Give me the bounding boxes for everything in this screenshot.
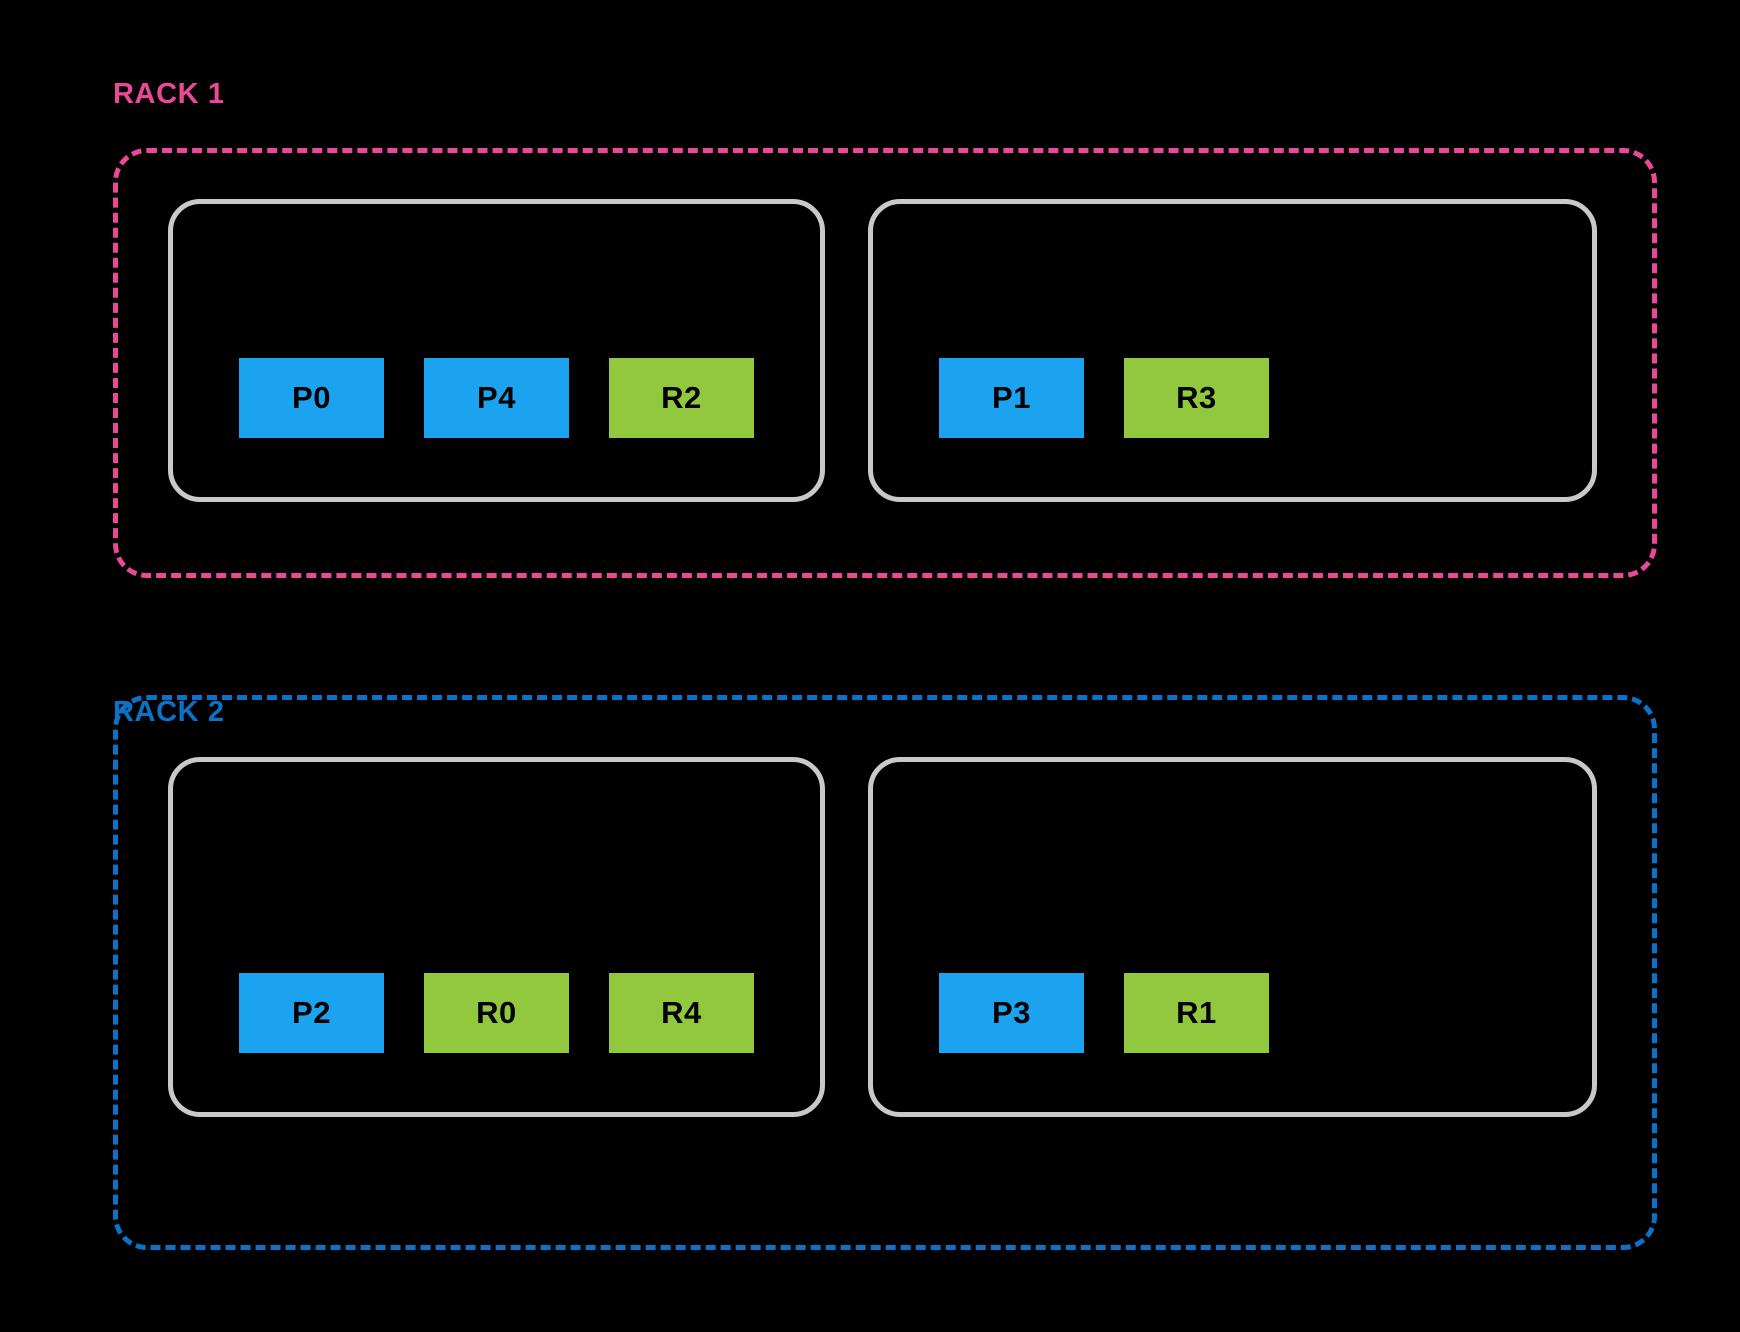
node-group-chips: P0 P4 R2 — [173, 358, 754, 497]
partition-chip-p1: P1 — [939, 358, 1084, 438]
node-group: P0 P4 R2 — [168, 199, 825, 502]
node-group-chips: P3 R1 — [873, 973, 1269, 1112]
replica-chip-r2: R2 — [609, 358, 754, 438]
node-group-chips: P1 R3 — [873, 358, 1269, 497]
replica-chip-r1: R1 — [1124, 973, 1269, 1053]
node-group: P1 R3 — [868, 199, 1597, 502]
rack-label-1: RACK 1 — [113, 78, 225, 110]
node-group: P2 R0 R4 — [168, 757, 825, 1117]
rack-boundary-2 — [113, 695, 1657, 1250]
node-group-chips: P2 R0 R4 — [173, 973, 754, 1112]
partition-chip-p3: P3 — [939, 973, 1084, 1053]
replica-chip-r4: R4 — [609, 973, 754, 1053]
partition-chip-p2: P2 — [239, 973, 384, 1053]
partition-chip-p0: P0 — [239, 358, 384, 438]
partition-chip-p4: P4 — [424, 358, 569, 438]
replica-chip-r0: R0 — [424, 973, 569, 1053]
rack-boundary-1 — [113, 148, 1657, 578]
node-group: P3 R1 — [868, 757, 1597, 1117]
replica-chip-r3: R3 — [1124, 358, 1269, 438]
